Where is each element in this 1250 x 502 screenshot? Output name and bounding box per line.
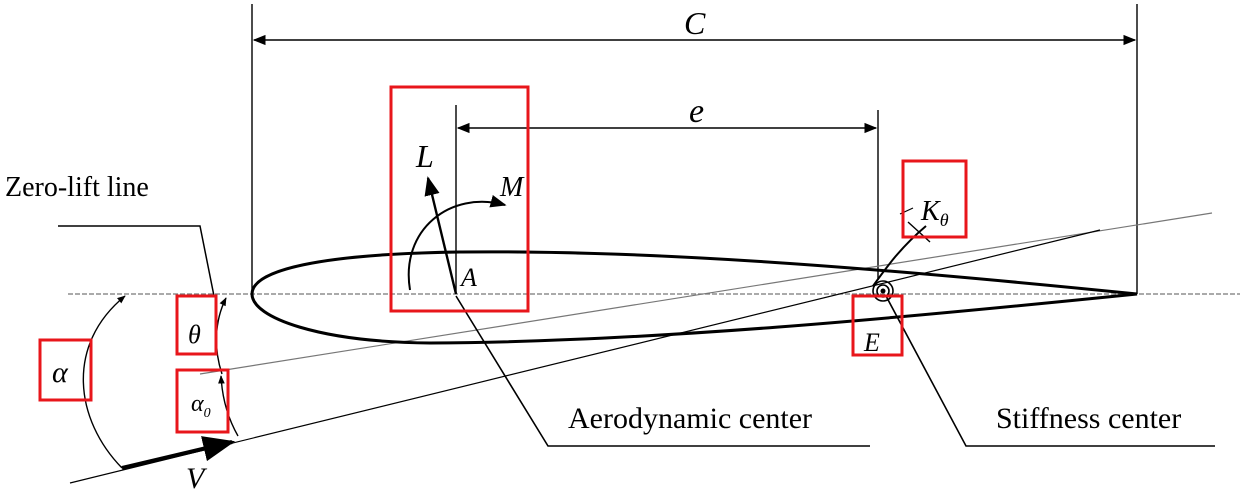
spring-arm (872, 225, 927, 287)
spring-outer (872, 280, 894, 302)
alpha0-arc (218, 375, 239, 437)
alpha-label: α (52, 356, 69, 389)
zero-lift-line (199, 212, 1213, 375)
highlight-box-e (851, 294, 904, 357)
elastic-point-label: E (863, 328, 880, 357)
moment-label: M (499, 172, 525, 203)
highlight-box-k-theta (901, 159, 968, 239)
highlight-box-alpha (38, 338, 93, 402)
velocity-label: V (186, 462, 208, 495)
stiffness-center-label: Stiffness center (996, 402, 1181, 435)
airfoil-profile (250, 250, 1138, 345)
spring-ground-mark (907, 221, 931, 243)
zero-lift-leader (58, 225, 215, 297)
lift-arrow (424, 176, 458, 295)
alpha0-label: α0 (191, 391, 211, 421)
aero-point-label: A (459, 263, 477, 292)
moment-arc (407, 195, 507, 291)
alpha-arc (82, 295, 126, 469)
highlight-box-aero (389, 85, 530, 313)
theta-arc (215, 297, 227, 375)
chord-label: C (684, 5, 706, 41)
theta-label: θ (188, 320, 201, 349)
stiffness-center-leader (885, 295, 1215, 447)
velocity-arrow (121, 436, 236, 470)
aerodynamic-center-leader (455, 295, 870, 447)
zero-lift-line-label: Zero-lift line (5, 172, 149, 203)
torsion-stiffness-label: Kθ (920, 196, 949, 230)
eccentricity-label: e (689, 93, 704, 130)
aerodynamic-center-label: Aerodynamic center (568, 402, 812, 435)
velocity-direction-line (69, 229, 1101, 484)
spring-inner (880, 288, 886, 294)
highlight-box-alpha0 (175, 368, 230, 434)
lift-label: L (415, 138, 434, 174)
highlight-box-theta (175, 294, 218, 356)
